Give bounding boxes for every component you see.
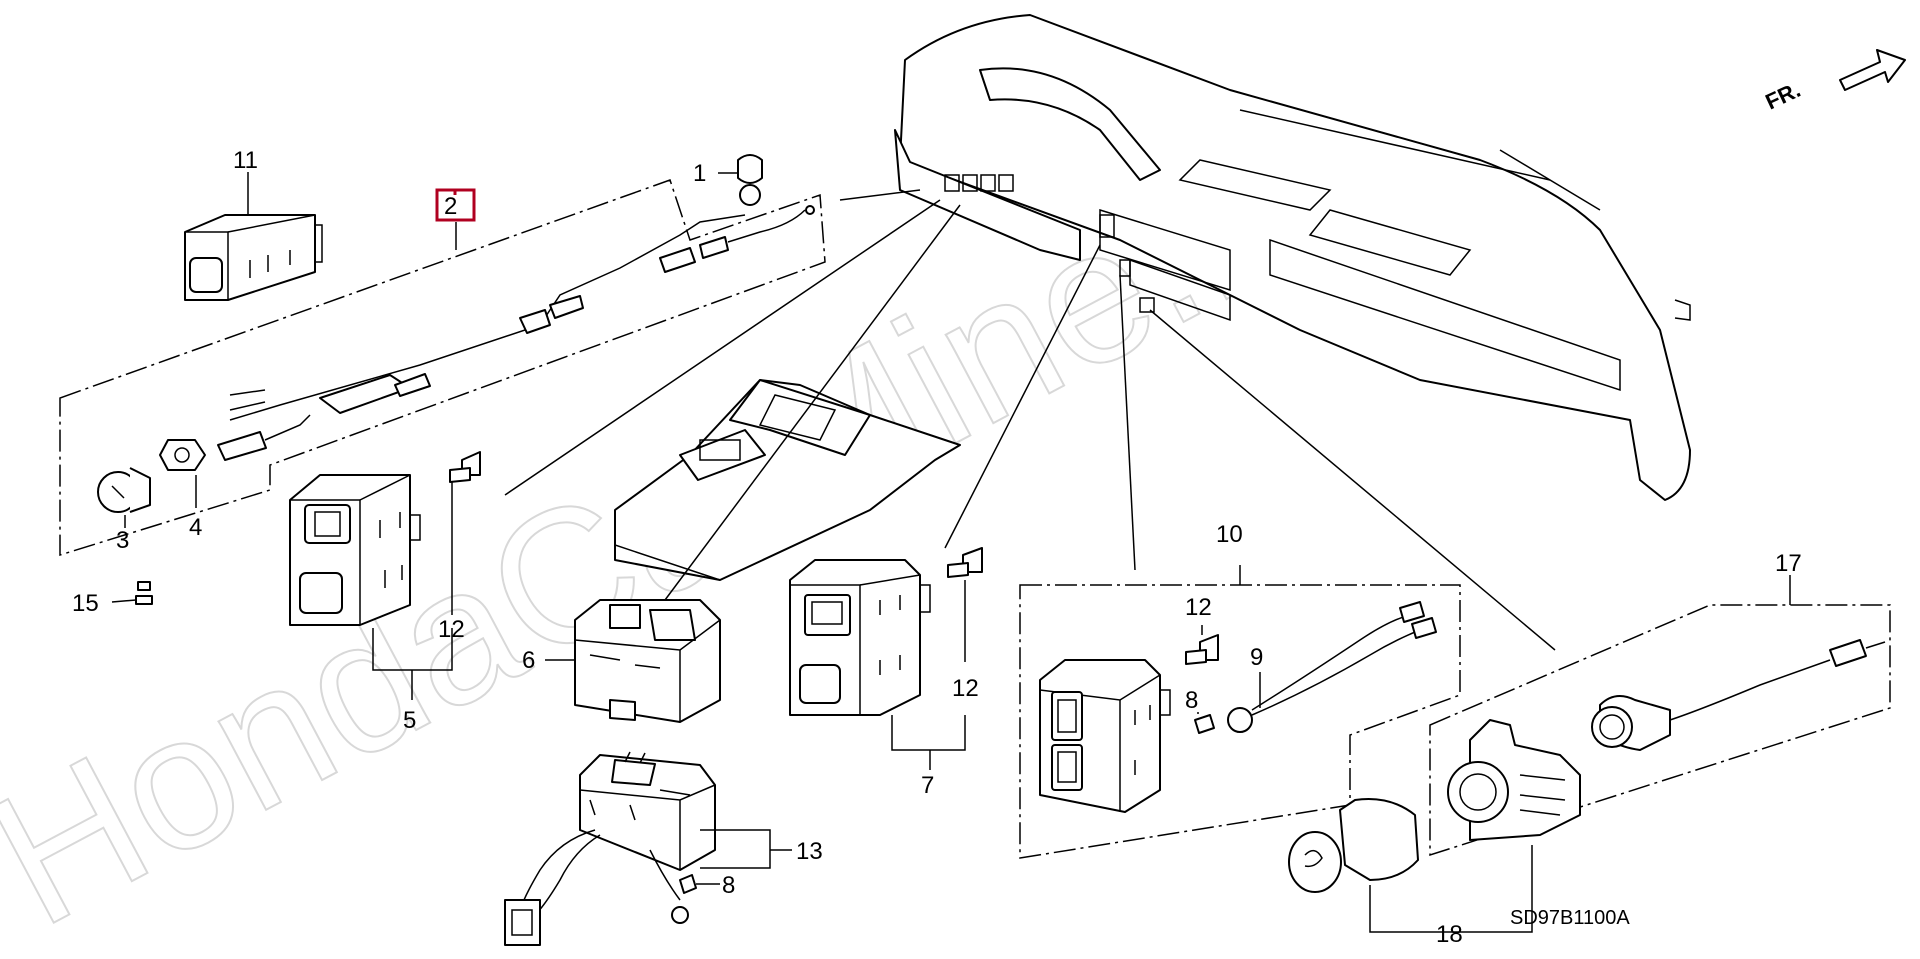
callout-5: 5 (403, 707, 416, 734)
callout-2: 2 (444, 193, 457, 220)
part-13-switch (504, 751, 792, 946)
callout-7: 7 (921, 772, 934, 799)
callout-15: 15 (72, 590, 99, 617)
callout-labels: 11 2 1 3 4 15 12 5 6 8 13 12 7 10 12 9 8… (72, 147, 1802, 948)
callout-10: 10 (1216, 521, 1243, 548)
callout-12-right: 12 (1185, 594, 1212, 621)
part-1-clip (718, 154, 763, 206)
leader-lines (504, 189, 1556, 651)
part-12-clip-middle (947, 547, 983, 662)
callout-8-lower: 8 (722, 872, 735, 899)
part-17-18-group (1288, 575, 1891, 933)
part-11-switch (184, 172, 323, 301)
callout-1: 1 (693, 160, 706, 187)
callout-9: 9 (1250, 644, 1263, 671)
callout-4: 4 (189, 514, 202, 541)
callout-12-middle: 12 (952, 675, 979, 702)
callout-11: 11 (233, 147, 258, 174)
part-10-group (1019, 565, 1461, 859)
callout-13: 13 (796, 838, 823, 865)
callout-8-upper: 8 (1185, 687, 1198, 714)
part-4-nut (159, 439, 206, 508)
front-arrow-icon (1839, 49, 1906, 91)
callout-12-left: 12 (438, 616, 465, 643)
part-12-clip-left (449, 451, 481, 615)
callout-3: 3 (116, 527, 129, 554)
callout-18: 18 (1436, 921, 1463, 948)
part-3-knob (97, 467, 151, 528)
part-7-switch (789, 559, 966, 770)
direction-label: FR. (1762, 77, 1805, 115)
callout-6: 6 (522, 647, 535, 674)
front-direction-indicator: FR. (1762, 49, 1906, 115)
callout-17: 17 (1775, 550, 1802, 577)
part-5-switch (289, 474, 453, 700)
part-6-switch (545, 599, 721, 723)
diagram-code: SD97B1100A (1510, 907, 1630, 929)
dashboard-illustration (894, 14, 1691, 501)
part-8-bulb-lower (679, 874, 720, 894)
part-15-screw (111, 581, 153, 605)
part-2-cable-assembly (59, 179, 826, 557)
callout-2-highlight-box (435, 188, 476, 222)
